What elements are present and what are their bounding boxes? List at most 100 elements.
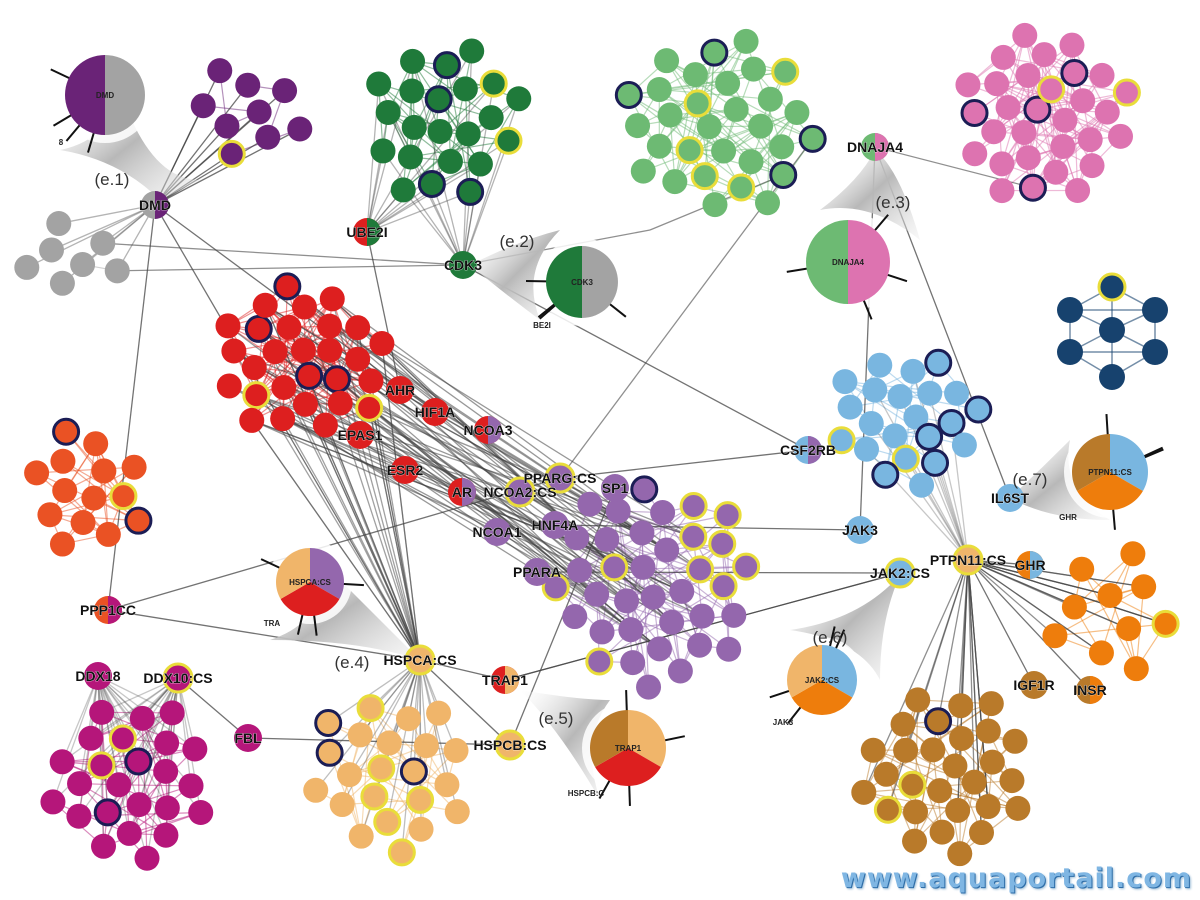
node-green-dark [459,38,485,64]
hub-label: NCOA3 [463,422,512,438]
inter-cluster-edge [303,306,421,661]
node-magenta [66,803,92,829]
node-pink [981,119,1007,145]
inter-cluster-edge [366,83,495,233]
hub-igf1r [1020,671,1048,699]
node-red [270,406,296,432]
node-orange [1042,623,1068,649]
hub-label: JAK3 [842,522,878,538]
inter-cluster-edge [462,98,520,266]
node-peach [337,762,363,788]
node-navy [1099,317,1125,343]
hub-esr2 [391,456,419,484]
hub-label: SP1 [602,480,629,496]
node-purple-light [562,604,588,630]
hub-label: DDX18 [75,668,120,684]
node-orange-red [52,478,78,504]
node-magenta [93,798,122,827]
node-red [295,361,324,390]
node-brown [1002,728,1028,754]
inter-cluster-edge [967,559,1102,654]
intra-cluster-edge [107,742,168,813]
node-purple-light [732,552,761,581]
node-magenta [154,730,180,756]
intra-cluster-edge [606,538,701,570]
hub-label: INSR [1073,682,1106,698]
magnification-wedge [60,90,200,200]
intra-cluster-edge [659,88,771,100]
intra-cluster-edge [669,40,747,116]
inter-cluster-edge [107,609,421,661]
node-pink [1050,133,1076,159]
node-peach [315,738,344,767]
hub-node-secondary [108,596,122,624]
node-gray [90,230,116,256]
hub-label: HSPCB:CS [473,737,546,753]
node-green-light [654,48,680,74]
node-green-dark [506,86,532,112]
hub-node-secondary [1030,551,1044,579]
inter-cluster-edge [177,677,192,786]
node-brown [975,794,1001,820]
node-brown [975,718,1001,744]
pie-slice [822,645,858,698]
pie-slice [276,548,310,599]
hub-node-secondary [367,218,381,246]
intra-cluster-edge [141,718,148,859]
node-purple-light [647,636,673,662]
node-magenta [126,792,152,818]
intra-cluster-edge [95,443,139,521]
node-purple-light [618,617,644,643]
node-orange [1120,541,1146,567]
annotation-label: (e.6) [813,628,848,647]
node-purple-light [679,522,708,551]
node-pink [1031,42,1057,68]
inter-cluster-edge [286,285,654,598]
nodes-layer [14,22,1180,871]
inter-cluster-edge [348,659,421,775]
node-purple-light [659,609,685,635]
pie-slice [582,246,618,318]
node-purple-light [716,636,742,662]
node-blue-light [951,432,977,458]
node-brown [947,841,973,867]
intra-cluster-edge [36,466,135,474]
node-pink [1015,62,1041,88]
node-pink [1023,95,1052,124]
node-blue-light [867,352,893,378]
node-purple-light [567,557,593,583]
node-brown [979,749,1005,775]
node-red [262,339,288,365]
node-magenta [108,724,137,753]
node-magenta [87,751,116,780]
node-red [358,368,384,394]
node-green-light [696,114,722,140]
node-gray [14,254,40,280]
inter-cluster-edge [967,559,1056,637]
node-green-light [690,162,719,191]
node-orange [1123,656,1149,682]
hub-ahr [386,376,414,404]
intra-cluster-edge [388,111,469,135]
intra-cluster-edge [692,536,735,616]
node-blue-light [937,408,966,437]
hub-node [346,421,374,449]
node-magenta [116,820,142,846]
node-purple-light [577,491,603,517]
node-pink [1108,123,1134,149]
node-blue-light [832,369,858,395]
node-green-light [727,173,756,202]
node-blue-light [887,383,913,409]
inter-cluster-edge [366,191,471,233]
hub-insr [1076,676,1104,704]
node-brown [893,737,919,763]
node-gray [46,211,72,237]
inset-extra-label: TRA [264,619,281,628]
node-pink [1065,177,1091,203]
hub-il6st [996,484,1024,512]
node-gray [70,252,96,278]
node-pink [1094,99,1120,125]
inter-cluster-edge [401,659,421,853]
